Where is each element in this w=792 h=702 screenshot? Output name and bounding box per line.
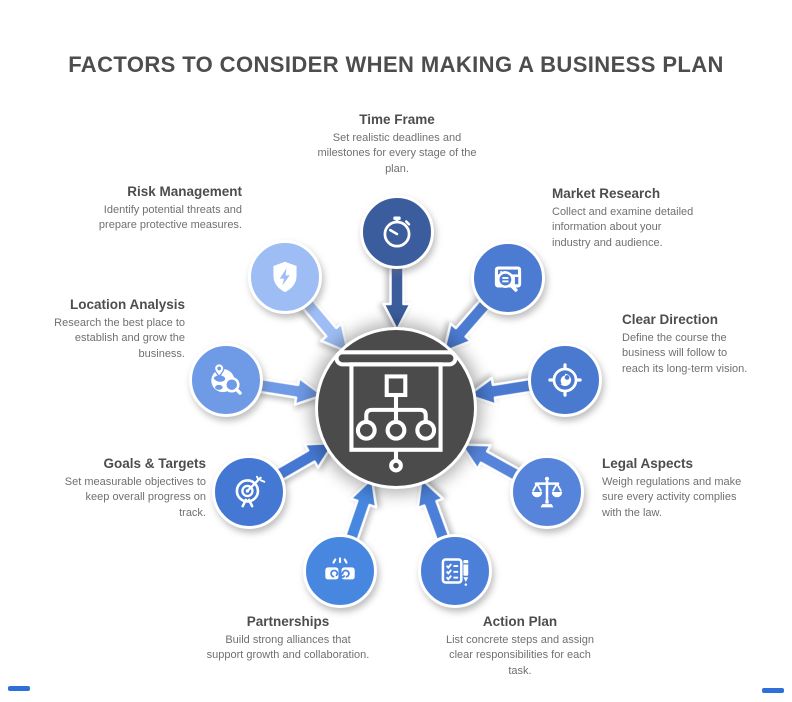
compass-icon (548, 363, 582, 397)
photo-search-icon (494, 266, 522, 292)
item-heading: Partnerships (246, 614, 330, 629)
item-heading: Location Analysis (69, 297, 185, 312)
label-clear-direction: Clear Direction Define the course the bu… (622, 312, 750, 377)
label-goals-targets: Goals & Targets Set measurable objective… (56, 456, 206, 521)
item-description: Set measurable objectives to keep overal… (64, 476, 206, 519)
fist-bump-icon (325, 557, 355, 580)
item-description: List concrete steps and assign clear res… (446, 634, 594, 677)
badge-legal-aspects (510, 455, 584, 529)
item-description: Define the course the business will foll… (622, 332, 748, 375)
shield-bolt-icon (273, 261, 297, 293)
corner-accent (762, 688, 784, 693)
presentation-flowchart-icon (334, 350, 458, 473)
label-market-research: Market Research Collect and examine deta… (552, 186, 694, 251)
badge-location-analysis (189, 343, 263, 417)
label-risk-management: Risk Management Identify potential threa… (88, 184, 242, 234)
badge-partnerships (303, 534, 377, 608)
item-description: Set realistic deadlines and milestones f… (317, 132, 477, 175)
item-description: Build strong alliances that support grow… (206, 634, 370, 662)
badge-market-research (471, 241, 545, 315)
badge-action-plan (418, 534, 492, 608)
badge-clear-direction (528, 343, 602, 417)
item-heading: Time Frame (359, 112, 435, 127)
checklist-pen-icon (441, 558, 469, 586)
item-heading: Legal Aspects (602, 456, 694, 471)
globe-search-icon (211, 363, 242, 395)
label-partnerships: Partnerships Build strong alliances that… (206, 614, 370, 664)
corner-accent (8, 686, 30, 691)
badge-risk-management (248, 240, 322, 314)
item-description: Collect and examine detailed information… (552, 206, 694, 249)
item-heading: Market Research (552, 186, 661, 201)
item-heading: Clear Direction (622, 312, 719, 327)
label-action-plan: Action Plan List concrete steps and assi… (438, 614, 602, 679)
item-description: Weigh regulations and make sure every ac… (602, 476, 742, 519)
item-heading: Risk Management (127, 184, 242, 199)
label-time-frame: Time Frame Set realistic deadlines and m… (312, 112, 482, 177)
item-description: Research the best place to establish and… (54, 317, 185, 360)
badge-goals-targets (212, 455, 286, 529)
center-hub (315, 327, 477, 489)
item-heading: Action Plan (482, 614, 558, 629)
page-title: FACTORS TO CONSIDER WHEN MAKING A BUSINE… (68, 52, 724, 77)
label-legal-aspects: Legal Aspects Weigh regulations and make… (602, 456, 742, 521)
scales-icon (531, 476, 563, 508)
dartboard-icon (235, 475, 266, 508)
label-location-analysis: Location Analysis Research the best plac… (35, 297, 185, 362)
item-description: Identify potential threats and prepare p… (98, 204, 242, 232)
item-heading: Goals & Targets (103, 456, 206, 471)
stopwatch-icon (383, 216, 411, 248)
badge-time-frame (360, 195, 434, 269)
